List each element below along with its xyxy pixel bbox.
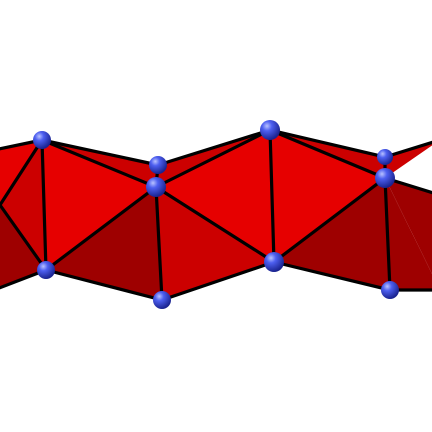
atom-sphere xyxy=(264,252,284,272)
polyhedron-face xyxy=(46,187,162,300)
polyhedron-face xyxy=(0,205,46,288)
polyhedron-edge xyxy=(154,128,272,189)
polyhedron-edge xyxy=(160,260,276,302)
polyhedron-edge xyxy=(40,138,160,167)
polyhedron-edge xyxy=(0,203,48,272)
polyhedron-edge xyxy=(44,185,158,272)
atom-sphere xyxy=(149,156,167,174)
atom-sphere xyxy=(377,149,393,165)
polyhedron-edge xyxy=(383,140,432,159)
polyhedron-edge xyxy=(268,128,276,264)
polyhedron-edge xyxy=(383,176,392,292)
polyhedron-edge xyxy=(44,268,164,302)
polyhedron-face xyxy=(156,130,274,262)
atom-spheres xyxy=(33,120,399,309)
polyhedron-face xyxy=(270,130,385,262)
polyhedron-face xyxy=(385,142,432,178)
polyhedron-edges xyxy=(0,128,432,302)
polyhedron-edge xyxy=(272,260,392,292)
polyhedron-edge xyxy=(272,176,387,264)
atom-sphere xyxy=(375,168,395,188)
polyhedron-edge xyxy=(268,128,387,180)
atom-sphere xyxy=(260,120,280,140)
polyhedron-edge xyxy=(154,185,164,302)
polyhedron-edge xyxy=(156,128,272,167)
atom-sphere xyxy=(381,281,399,299)
atom-sphere xyxy=(153,291,171,309)
polyhedron-edge xyxy=(268,128,387,159)
polyhedron-edge xyxy=(40,138,48,272)
polyhedron-edge xyxy=(154,185,276,264)
polyhedron-face xyxy=(274,178,390,290)
polyhedron-face xyxy=(385,178,432,290)
polyhedron-edge xyxy=(40,138,158,189)
polyhedron-edge xyxy=(0,268,48,290)
atom-sphere xyxy=(33,131,51,149)
atom-sphere xyxy=(37,261,55,279)
atom-sphere xyxy=(146,177,166,197)
polyhedron-edge xyxy=(0,138,44,207)
polyhedron-face xyxy=(0,140,46,270)
polyhedron-face xyxy=(42,140,156,270)
